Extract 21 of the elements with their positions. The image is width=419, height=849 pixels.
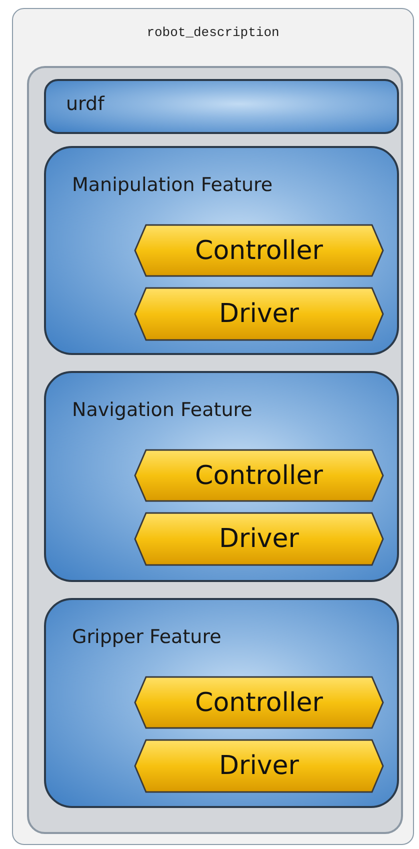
component-label: Driver (218, 299, 299, 329)
component-hexagon (134, 676, 384, 729)
component-label: Controller (195, 236, 323, 266)
component-hexagon (134, 287, 384, 341)
component-label: Controller (195, 460, 323, 490)
component-hexagon (134, 512, 384, 566)
feature-box (44, 146, 399, 355)
bar-label: urdf (66, 93, 104, 115)
component-hexagon (134, 739, 384, 793)
feature-title: Manipulation Feature (72, 174, 273, 196)
feature-title: Navigation Feature (72, 399, 252, 421)
feature-box (44, 598, 399, 808)
component-hexagon (134, 449, 384, 502)
component-label: Driver (218, 751, 299, 781)
component-label: Driver (218, 524, 299, 554)
component-hexagon (134, 224, 384, 277)
component-label: Controller (195, 688, 323, 718)
panel-title: robot_description (146, 25, 280, 40)
urdf-bar (44, 79, 399, 134)
feature-box (44, 371, 399, 582)
feature-title: Gripper Feature (72, 626, 222, 648)
